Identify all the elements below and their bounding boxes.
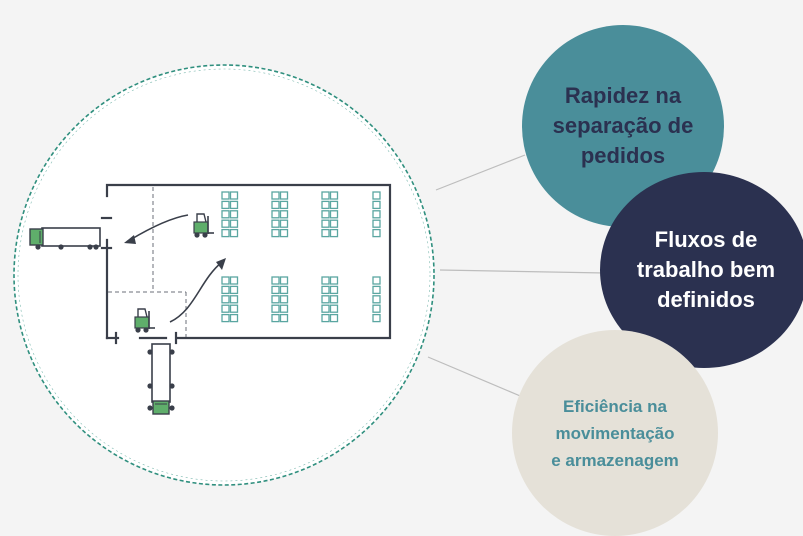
connector-line-3 bbox=[427, 356, 526, 399]
pallet-rack-icon bbox=[271, 276, 280, 285]
truck-icon bbox=[147, 343, 175, 415]
pallet-rack-icon bbox=[221, 200, 230, 210]
pallet-rack-icon bbox=[372, 200, 381, 210]
warehouse-floorplan bbox=[100, 183, 392, 345]
pallet-rack-icon bbox=[271, 285, 280, 295]
pallet-rack-icon bbox=[321, 276, 330, 285]
pallet-rack-icon bbox=[229, 191, 239, 200]
pallet-rack-icon bbox=[329, 304, 339, 313]
pallet-rack-icon bbox=[329, 228, 339, 238]
forklift-icon bbox=[134, 308, 155, 333]
pallet-rack-icon bbox=[372, 219, 381, 228]
pallet-rack-icon bbox=[321, 304, 330, 313]
pallet-rack-icon bbox=[329, 191, 339, 200]
pallet-rack-icon bbox=[221, 210, 230, 219]
arrow-icon bbox=[169, 261, 223, 323]
warehouse-circle bbox=[13, 64, 435, 486]
pallet-rack-icon bbox=[279, 313, 289, 323]
arrow-head-up bbox=[216, 258, 226, 270]
pallet-rack-icon bbox=[229, 200, 239, 210]
pallet-rack-icon bbox=[229, 210, 239, 219]
benefit-label: Rapidez na separação de pedidos bbox=[552, 83, 694, 168]
benefit-label: Eficiência na movimentação e armazenagem bbox=[551, 396, 679, 470]
pallet-rack-icon bbox=[271, 228, 280, 238]
benefit-bubble-efficiency: Eficiência na movimentação e armazenagem bbox=[512, 330, 718, 536]
pallet-rack-icon bbox=[229, 219, 239, 228]
pallet-rack-icon bbox=[372, 313, 381, 323]
pallet-rack-icon bbox=[279, 285, 289, 295]
pallet-rack-icon bbox=[372, 228, 381, 238]
pallet-rack-icon bbox=[372, 210, 381, 219]
pallet-rack-icon bbox=[221, 276, 230, 285]
pallet-rack-icon bbox=[229, 228, 239, 238]
pallet-rack-icon bbox=[279, 304, 289, 313]
arrow-head-left bbox=[124, 235, 136, 244]
flow-arrows bbox=[129, 214, 223, 323]
pallet-rack-icon bbox=[271, 191, 280, 200]
pallet-rack-icon bbox=[279, 295, 289, 304]
connector-line-2 bbox=[439, 269, 606, 274]
pallet-rack-icon bbox=[229, 313, 239, 323]
pallet-rack-icon bbox=[271, 219, 280, 228]
pallet-rack-icon bbox=[229, 304, 239, 313]
pallet-rack-icon bbox=[321, 200, 330, 210]
pallet-racks bbox=[221, 191, 381, 323]
pallet-rack-icon bbox=[279, 276, 289, 285]
pallet-rack-icon bbox=[229, 295, 239, 304]
pallet-rack-icon bbox=[271, 295, 280, 304]
arrow-icon bbox=[129, 214, 189, 241]
pallet-rack-icon bbox=[271, 313, 280, 323]
pallet-rack-icon bbox=[321, 228, 330, 238]
pallet-rack-icon bbox=[329, 276, 339, 285]
pallet-rack-icon bbox=[329, 210, 339, 219]
truck-icon bbox=[29, 227, 101, 250]
pallet-rack-icon bbox=[279, 191, 289, 200]
pallet-rack-icon bbox=[279, 228, 289, 238]
pallet-rack-icon bbox=[321, 191, 330, 200]
pallet-rack-icon bbox=[271, 304, 280, 313]
pallet-rack-icon bbox=[279, 219, 289, 228]
pallet-rack-icon bbox=[329, 219, 339, 228]
pallet-rack-icon bbox=[321, 219, 330, 228]
pallet-rack-icon bbox=[279, 210, 289, 219]
pallet-rack-icon bbox=[229, 276, 239, 285]
pallet-rack-icon bbox=[329, 285, 339, 295]
pallet-rack-icon bbox=[372, 295, 381, 304]
connector-line-1 bbox=[435, 154, 526, 191]
pallet-rack-icon bbox=[221, 191, 230, 200]
pallet-rack-icon bbox=[372, 276, 381, 285]
pallet-rack-icon bbox=[321, 285, 330, 295]
pallet-rack-icon bbox=[329, 313, 339, 323]
pallet-rack-icon bbox=[229, 285, 239, 295]
pallet-rack-icon bbox=[279, 200, 289, 210]
warehouse-circle-inner-ring bbox=[17, 68, 431, 482]
pallet-rack-icon bbox=[321, 313, 330, 323]
warehouse-diagram bbox=[13, 64, 606, 486]
pallet-rack-icon bbox=[321, 210, 330, 219]
pallet-rack-icon bbox=[221, 285, 230, 295]
pallet-rack-icon bbox=[372, 304, 381, 313]
pallet-rack-icon bbox=[329, 200, 339, 210]
pallet-rack-icon bbox=[221, 295, 230, 304]
zone-dividers bbox=[108, 187, 187, 337]
forklift-icon bbox=[193, 213, 214, 238]
benefit-label: Fluxos de trabalho bem definidos bbox=[636, 227, 776, 312]
pallet-rack-icon bbox=[221, 228, 230, 238]
pallet-rack-icon bbox=[221, 313, 230, 323]
pallet-rack-icon bbox=[271, 200, 280, 210]
pallet-rack-icon bbox=[221, 219, 230, 228]
pallet-rack-icon bbox=[372, 285, 381, 295]
pallet-rack-icon bbox=[329, 295, 339, 304]
pallet-rack-icon bbox=[271, 210, 280, 219]
pallet-rack-icon bbox=[372, 191, 381, 200]
pallet-rack-icon bbox=[221, 304, 230, 313]
pallet-rack-icon bbox=[321, 295, 330, 304]
